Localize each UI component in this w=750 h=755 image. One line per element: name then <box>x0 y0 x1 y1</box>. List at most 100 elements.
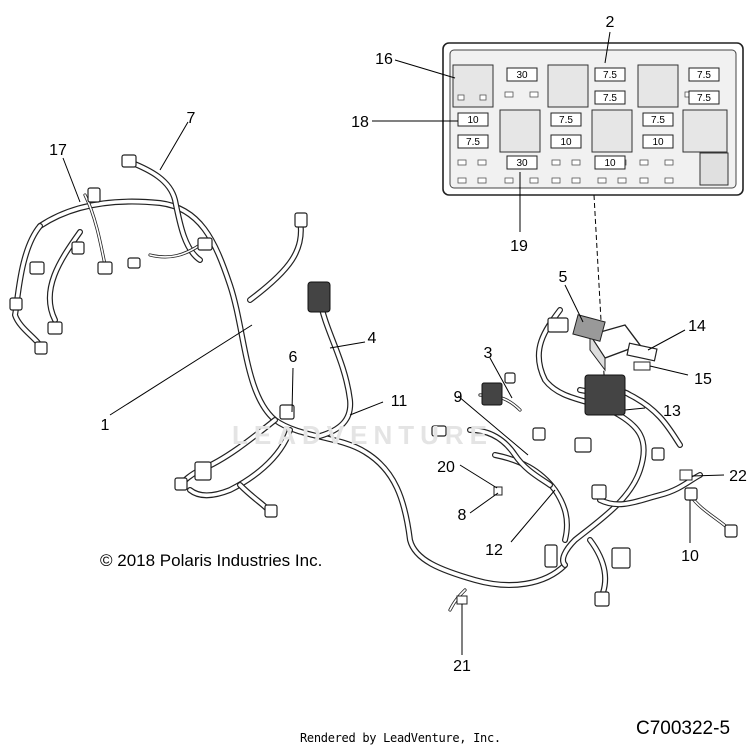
connector <box>9 297 23 311</box>
connector <box>29 261 45 275</box>
connector <box>594 591 610 607</box>
fuse: 7.5 <box>594 90 626 105</box>
leader-lines <box>62 31 725 655</box>
fuse: 30 <box>506 67 538 82</box>
connector <box>547 317 569 333</box>
callout-16: 16 <box>375 51 393 68</box>
part-15-fuse <box>633 361 651 371</box>
connector <box>194 461 212 481</box>
fuse: 10 <box>550 134 582 149</box>
fuse: 10 <box>642 134 674 149</box>
part-20-clip <box>493 486 503 496</box>
fuse: 7.5 <box>457 134 489 149</box>
fuse-rating: 7.5 <box>603 70 617 81</box>
fuse-rating: 7.5 <box>466 137 480 148</box>
connector <box>71 241 85 255</box>
part-22-connector <box>679 469 693 481</box>
relay-block <box>499 109 541 153</box>
fuse: 7.5 <box>550 112 582 127</box>
connector <box>684 487 698 501</box>
callout-15: 15 <box>694 371 712 388</box>
part-5-module <box>572 314 642 372</box>
callout-14: 14 <box>688 318 706 335</box>
callout-2: 2 <box>606 14 615 31</box>
connector <box>279 404 295 420</box>
connector <box>97 261 113 275</box>
callout-4: 4 <box>368 330 377 347</box>
part-21-clip <box>456 595 468 605</box>
relay-block <box>699 152 729 186</box>
connector <box>294 212 308 228</box>
connector <box>431 425 447 437</box>
part-code: C700322-5 <box>636 718 731 739</box>
fuse-box: 30 7.5 7.5 7.5 7.5 10 7.5 7.5 7.5 10 10 … <box>442 42 744 196</box>
main-harness <box>12 159 732 612</box>
connector <box>591 484 607 500</box>
connector <box>532 427 546 441</box>
callout-20: 20 <box>437 459 455 476</box>
connector-block <box>307 281 331 313</box>
connector <box>504 372 516 384</box>
callout-13: 13 <box>663 403 681 420</box>
callout-22: 22 <box>729 468 747 485</box>
fuse: 10 <box>594 155 626 170</box>
callout-17: 17 <box>49 142 67 159</box>
callout-18: 18 <box>351 114 369 131</box>
fuse-rating: 10 <box>560 137 572 148</box>
callout-8: 8 <box>458 507 467 524</box>
connector <box>34 341 48 355</box>
callout-10: 10 <box>681 548 699 565</box>
connector <box>127 257 141 269</box>
connector <box>174 477 188 491</box>
fuse-rating: 10 <box>467 115 479 126</box>
callout-11: 11 <box>391 393 408 410</box>
connector <box>574 437 592 453</box>
callout-12: 12 <box>485 542 503 559</box>
copyright-text: © 2018 Polaris Industries Inc. <box>100 551 323 570</box>
fuse-rating: 7.5 <box>559 115 573 126</box>
connector <box>47 321 63 335</box>
fuse-rating: 7.5 <box>697 93 711 104</box>
connector-block <box>481 382 503 406</box>
callout-6: 6 <box>289 349 298 366</box>
connector <box>87 187 101 203</box>
callout-21: 21 <box>453 658 471 675</box>
relay-block <box>591 109 633 153</box>
callout-5: 5 <box>559 269 568 286</box>
relay-block <box>547 64 589 108</box>
connector <box>197 237 213 251</box>
part-14-relay <box>626 342 658 362</box>
fuse: 7.5 <box>688 67 720 82</box>
fuse: 30 <box>506 155 538 170</box>
callout-19: 19 <box>510 238 528 255</box>
fuse: 7.5 <box>642 112 674 127</box>
relay-block <box>452 64 494 108</box>
fuse-rating: 30 <box>516 158 528 169</box>
relay-block <box>682 109 728 153</box>
fuse-rating: 7.5 <box>603 93 617 104</box>
callout-9: 9 <box>454 389 463 406</box>
callouts: 2 16 18 19 7 17 1 6 4 11 3 5 9 13 14 15 … <box>49 14 747 675</box>
callout-7: 7 <box>187 110 196 127</box>
fuse-rating: 7.5 <box>651 115 665 126</box>
callout-3: 3 <box>484 345 493 362</box>
connector <box>121 154 137 168</box>
fuse-box-mounted <box>584 374 626 416</box>
connector <box>264 504 278 518</box>
connector <box>544 544 558 568</box>
watermark: LEADVENTURE <box>232 420 494 450</box>
fuse: 7.5 <box>594 67 626 82</box>
fuse-rating: 7.5 <box>697 70 711 81</box>
fuse: 7.5 <box>688 90 720 105</box>
fuse: 10 <box>457 112 489 127</box>
callout-1: 1 <box>101 417 110 434</box>
relay-block <box>637 64 679 108</box>
connector <box>724 524 738 538</box>
connectors <box>9 154 738 607</box>
fuse-rating: 30 <box>516 70 528 81</box>
rendered-by-text: Rendered by LeadVenture, Inc. <box>300 731 501 745</box>
connector <box>611 547 631 569</box>
connector <box>651 447 665 461</box>
